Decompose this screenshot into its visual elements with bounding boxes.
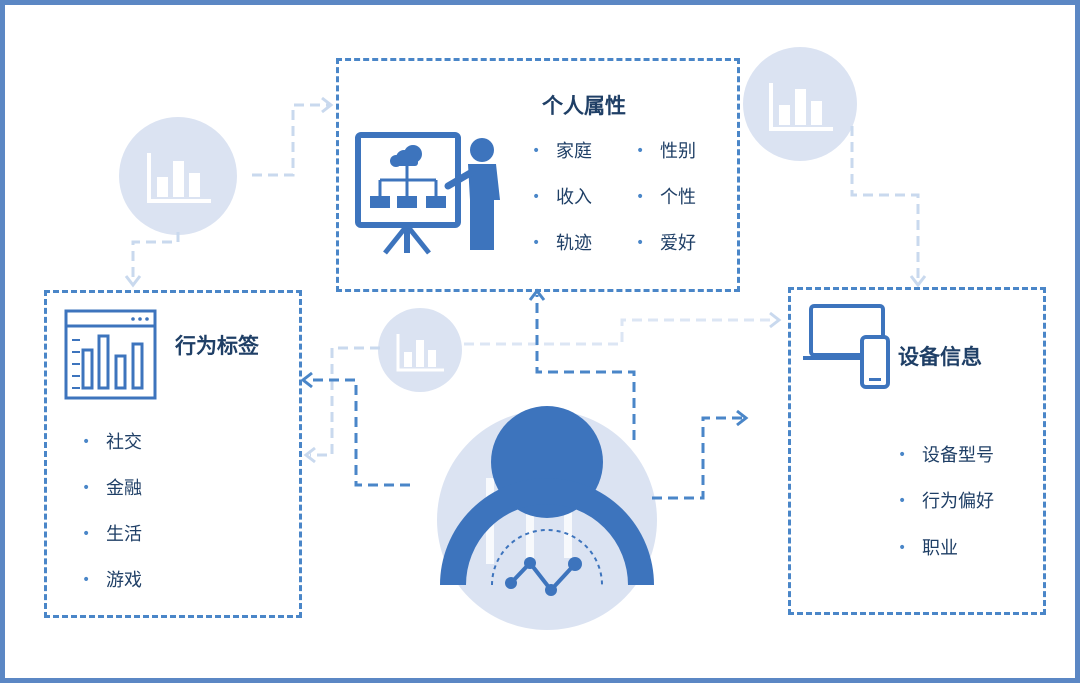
personal-attributes-title: 个人属性 — [542, 94, 626, 118]
connector-right-circle-to-device — [850, 126, 920, 283]
chart-circle-center — [378, 308, 462, 392]
behavior-item: •生活 — [82, 524, 142, 545]
personal-item: •收入 — [532, 187, 592, 208]
personal-item: •轨迹 — [532, 233, 592, 254]
connector-user-to-personal — [535, 295, 636, 440]
device-info-title: 设备信息 — [898, 345, 982, 369]
behavior-item: •社交 — [82, 432, 142, 453]
behavior-tags-box — [44, 290, 302, 618]
connector-user-to-behavior — [310, 378, 410, 487]
personal-item: •个性 — [636, 187, 696, 208]
connector-center-circle-to-behavior — [310, 346, 380, 457]
arrowhead-device-light — [769, 311, 782, 329]
bar-chart-icon — [769, 83, 833, 131]
arrowhead-behavior-dark — [300, 371, 313, 389]
connector-left-circle-to-behavior — [131, 232, 180, 283]
connector-user-to-device — [652, 416, 742, 500]
personal-item: •爱好 — [636, 233, 696, 254]
personal-attributes-box — [336, 58, 740, 292]
bar-chart-icon — [396, 334, 444, 372]
arrowhead-device-top — [909, 275, 927, 288]
connector-left-circle-to-personal — [252, 103, 330, 177]
chart-circle-left — [119, 117, 237, 235]
personal-item: •家庭 — [532, 141, 592, 162]
behavior-item: •金融 — [82, 478, 142, 499]
behavior-item: •游戏 — [82, 570, 142, 591]
arrowhead-behavior-light — [303, 446, 316, 464]
chart-circle-top-right — [743, 47, 857, 161]
behavior-tags-title: 行为标签 — [175, 334, 259, 358]
device-item: •设备型号 — [898, 445, 994, 466]
bar-chart-icon — [147, 153, 211, 203]
connector-center-circle-to-device — [464, 318, 775, 346]
device-item: •行为偏好 — [898, 491, 994, 512]
arrowhead-personal-left — [321, 96, 334, 114]
arrowhead-behavior-top — [124, 275, 142, 288]
device-item: •职业 — [898, 538, 958, 559]
device-info-box — [788, 287, 1046, 615]
arrowhead-device-dark — [736, 409, 749, 427]
personal-item: •性别 — [636, 141, 696, 162]
